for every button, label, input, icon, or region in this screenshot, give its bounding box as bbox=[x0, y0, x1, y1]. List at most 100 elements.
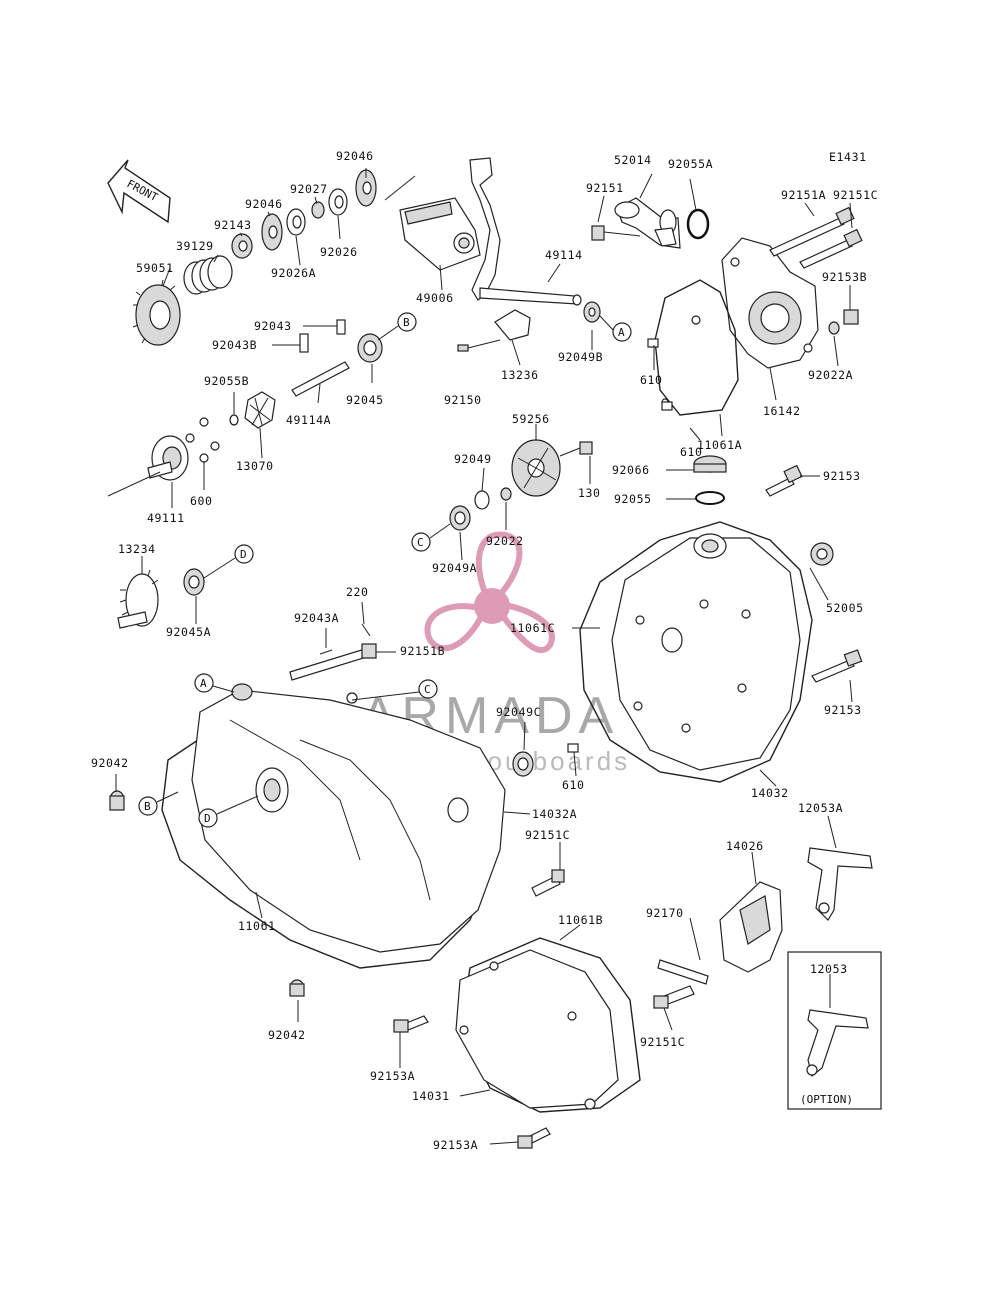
svg-text:C: C bbox=[424, 683, 431, 696]
part-label-600: 600 bbox=[190, 494, 213, 508]
bolt-92153B bbox=[843, 309, 859, 325]
leader-lines bbox=[115, 168, 853, 1145]
part-label-59256: 59256 bbox=[512, 412, 550, 426]
svg-text:A: A bbox=[200, 677, 207, 690]
gear-49111 bbox=[107, 435, 189, 497]
part-label-12053A: 12053A bbox=[798, 801, 843, 815]
guard-14026 bbox=[719, 881, 783, 973]
ball-600-c bbox=[210, 441, 220, 451]
shaft-49114A bbox=[291, 361, 350, 397]
part-label-610-c: 610 bbox=[562, 778, 585, 792]
bolt-92151C-bot bbox=[653, 985, 695, 1009]
pin-220 bbox=[361, 623, 371, 637]
part-label: E1431 bbox=[829, 150, 867, 164]
dowel-610-c bbox=[567, 743, 579, 753]
part-label-92143: 92143 bbox=[214, 218, 252, 232]
part-label-39129: 39129 bbox=[176, 239, 214, 253]
washer-92026A bbox=[286, 208, 306, 236]
lower-cover-14031 bbox=[455, 949, 619, 1110]
part-label-92153A-a: 92153A bbox=[370, 1069, 415, 1083]
svg-text:B: B bbox=[144, 800, 151, 813]
part-label-11061A: 11061A bbox=[697, 438, 742, 452]
part-label-92046-mid: 92046 bbox=[245, 197, 283, 211]
svg-text:D: D bbox=[204, 812, 211, 825]
part-label-92150: 92150 bbox=[444, 393, 482, 407]
part-label-92153A-b: 92153A bbox=[433, 1138, 478, 1152]
callout-C-mid: C bbox=[411, 523, 451, 552]
seal-92049 bbox=[474, 490, 490, 510]
part-label-92151C-bot: 92151C bbox=[640, 1035, 685, 1049]
part-label-92022: 92022 bbox=[486, 534, 524, 548]
part-label-92046-top: 92046 bbox=[336, 149, 374, 163]
kick-gear-59051 bbox=[132, 279, 181, 346]
part-label-49114: 49114 bbox=[545, 248, 583, 262]
part-label-52014: 52014 bbox=[614, 153, 652, 167]
clutch-cover-14032 bbox=[611, 533, 801, 771]
bolt-92151B bbox=[289, 643, 377, 681]
impeller-59256 bbox=[511, 439, 561, 497]
part-label-92042-b: 92042 bbox=[268, 1028, 306, 1042]
bracket-12053 bbox=[806, 1009, 869, 1078]
spring-92170 bbox=[657, 959, 709, 985]
washer-92022 bbox=[500, 487, 512, 501]
part-label-49006: 49006 bbox=[416, 291, 454, 305]
dowel-610-a bbox=[647, 338, 659, 348]
pin-92043A bbox=[319, 649, 333, 655]
part-label-13236: 13236 bbox=[501, 368, 539, 382]
callout-D-mid: D bbox=[203, 544, 254, 579]
ring-92027 bbox=[311, 201, 325, 219]
bolt-92151 bbox=[591, 225, 641, 241]
callout-B-top: B bbox=[377, 312, 417, 341]
gasket-11061C bbox=[579, 521, 813, 783]
part-label-92027: 92027 bbox=[290, 182, 328, 196]
part-label-92026: 92026 bbox=[320, 245, 358, 259]
part-label-11061: 11061 bbox=[238, 919, 276, 933]
part-label-92049A: 92049A bbox=[432, 561, 477, 575]
gear-13234 bbox=[117, 569, 159, 629]
pump-cover-16142 bbox=[721, 237, 819, 369]
washer-92046-mid bbox=[261, 213, 283, 251]
impeller-13070 bbox=[244, 391, 276, 429]
crankcase-cover-14032A bbox=[191, 683, 506, 953]
callout-A-right: A bbox=[599, 315, 632, 342]
washer-92022A bbox=[828, 321, 840, 335]
bolt-92151A bbox=[769, 206, 855, 257]
part-label-92153B: 92153B bbox=[822, 270, 867, 284]
part-label-92043A: 92043A bbox=[294, 611, 339, 625]
part-label-610-b: 610 bbox=[680, 445, 703, 459]
pin-92043 bbox=[336, 319, 346, 335]
part-label-92066: 92066 bbox=[612, 463, 650, 477]
plate-13236 bbox=[457, 309, 531, 352]
dowel-92042-b bbox=[289, 979, 305, 997]
part-label-92151C-top: 92151C bbox=[833, 188, 878, 202]
bolt-130 bbox=[559, 441, 593, 457]
callouts: B A C D A C B bbox=[138, 312, 632, 828]
part-label-92055B: 92055B bbox=[204, 374, 249, 388]
part-label-92042-a: 92042 bbox=[91, 756, 129, 770]
part-label-13234: 13234 bbox=[118, 542, 156, 556]
callout-B-left: B bbox=[138, 791, 179, 816]
part-label-92153-a: 92153 bbox=[823, 469, 861, 483]
bolt-92151C-mid bbox=[531, 869, 565, 897]
part-label-11061C: 11061C bbox=[510, 621, 555, 635]
washer-92046-top bbox=[355, 169, 377, 207]
front-label: FRONT bbox=[125, 177, 161, 204]
callout-A-left: A bbox=[194, 673, 235, 693]
part-label-11061B: 11061B bbox=[558, 913, 603, 927]
washer-92026 bbox=[328, 188, 348, 216]
part-labels: E1431 92046 92027 92046 92143 39129 5905… bbox=[91, 149, 878, 1152]
ball-600-a bbox=[185, 433, 195, 443]
part-label-92043: 92043 bbox=[254, 319, 292, 333]
part-label-52005: 52005 bbox=[826, 601, 864, 615]
svg-text:D: D bbox=[240, 548, 247, 561]
callout-D-case: D bbox=[198, 795, 259, 828]
option-label: (OPTION) bbox=[800, 1093, 853, 1106]
part-label-92026A: 92026A bbox=[271, 266, 316, 280]
part-label-92045A: 92045A bbox=[166, 625, 211, 639]
bolt-92153-b bbox=[811, 649, 863, 683]
svg-text:B: B bbox=[403, 316, 410, 329]
part-label-14026: 14026 bbox=[726, 839, 764, 853]
shaft-49006 bbox=[399, 197, 481, 271]
part-label-92043B: 92043B bbox=[212, 338, 257, 352]
part-label-49111: 49111 bbox=[147, 511, 185, 525]
